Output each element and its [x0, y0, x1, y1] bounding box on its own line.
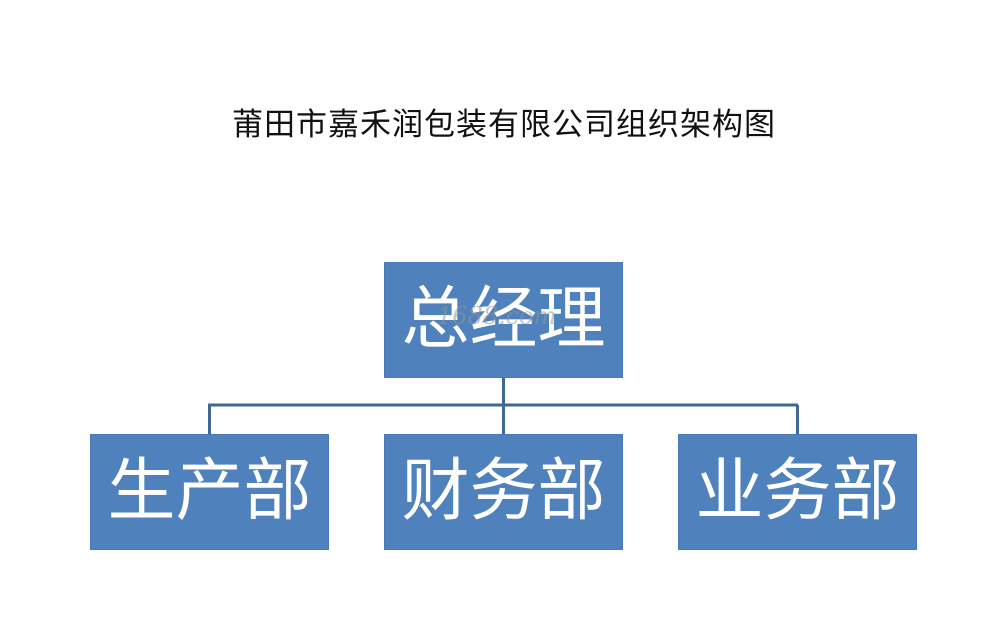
- node-general-manager: 总经理: [384, 262, 623, 378]
- node-production-dept: 生产部: [90, 434, 329, 550]
- chart-title: 莆田市嘉禾润包装有限公司组织架构图: [232, 107, 776, 143]
- node-finance-dept: 财务部: [384, 434, 623, 550]
- node-business-dept: 业务部: [678, 434, 917, 550]
